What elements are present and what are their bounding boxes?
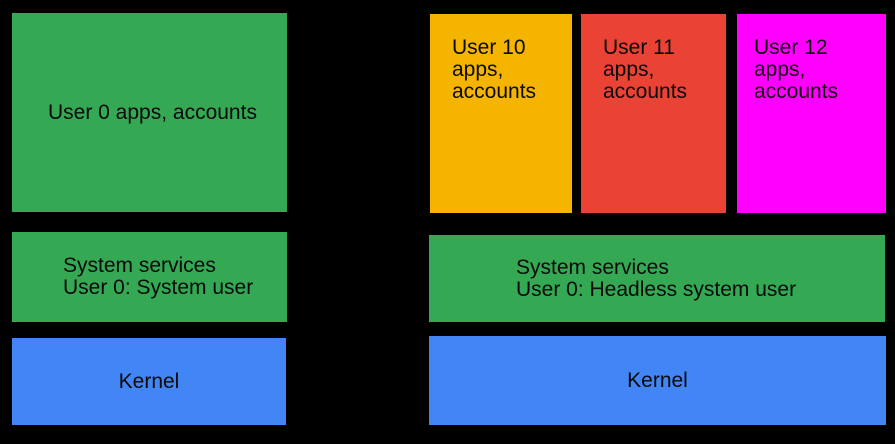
user-12-line-2: apps, [754,58,806,81]
user-12-line-1: User 12 [754,36,828,59]
user-11-line-2: apps, [603,58,655,81]
kernel-block-left: Kernel [12,338,286,425]
user-11-line-3: accounts [603,80,688,103]
user-0-apps-block: User 0 apps, accounts [12,13,287,212]
user-0-apps-label: User 0 apps, accounts [48,100,257,124]
system-services-left-line-1: System services [63,254,216,277]
system-services-block-right: System services User 0: Headless system … [429,235,885,322]
user-11-apps-block: User 11 apps, accounts [581,14,726,213]
system-services-right-line-2: User 0: Headless system user [516,277,797,301]
system-services-right-line-1: System services [516,255,669,279]
kernel-right-label: Kernel [627,368,688,392]
user-10-apps-block: User 10 apps, accounts [430,14,572,213]
system-services-block-left: System services User 0: System user [12,232,287,322]
user-12-line-3: accounts [754,80,839,103]
kernel-left-label: Kernel [118,369,180,393]
user-10-line-3: accounts [452,80,537,103]
user-11-line-1: User 11 [603,36,675,59]
kernel-block-right: Kernel [429,336,886,425]
user-12-apps-block: User 12 apps, accounts [737,14,886,213]
user-10-line-2: apps, [452,58,504,81]
user-10-line-1: User 10 [452,36,526,59]
system-services-left-line-2: User 0: System user [63,276,254,299]
